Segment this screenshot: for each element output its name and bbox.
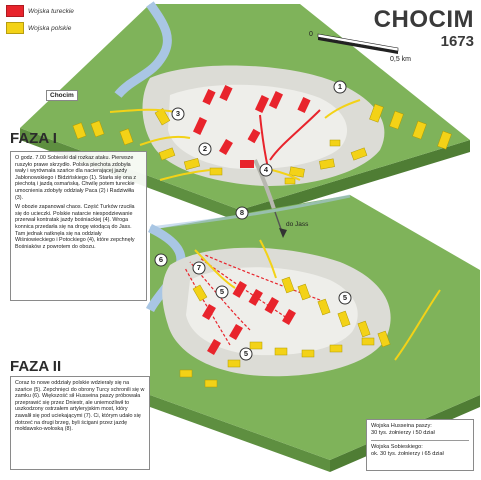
legend-polish-label: Wojska polskie: [28, 24, 72, 32]
number-markers: [154, 80, 352, 361]
phase1-polish-arrows: [109, 99, 361, 181]
map-title: CHOCIM: [373, 6, 474, 33]
stats-polish-name: Wojska Sobieskiego:: [371, 444, 423, 450]
phase1-paragraph-1: O godz. 7.00 Sobieski dał rozkaz ataku. …: [15, 155, 137, 201]
phase1-text-box: O godz. 7.00 Sobieski dał rozkaz ataku. …: [10, 151, 147, 301]
stats-separator: [371, 440, 469, 441]
phase1-paragraph-2: W obozie zapanował chaos. Część Turków r…: [15, 204, 135, 250]
legend-turkish: Wojska tureckie: [6, 4, 74, 18]
scale-bar: [317, 33, 399, 54]
road-to-jassy: [274, 211, 287, 238]
stats-turkish-name: Wojska Husseina paszy:: [371, 423, 432, 429]
marker-4: 4: [263, 165, 269, 174]
legend-turkish-label: Wojska tureckie: [28, 7, 74, 15]
stats-polish-numbers: ok. 30 tys. żołnierzy i 65 dział: [371, 451, 444, 457]
phase2-paragraph-1: Coraz to nowe oddziały polskie wdzierały…: [15, 380, 145, 433]
marker-3: 3: [175, 109, 181, 118]
place-label-jassy: do Jass: [286, 221, 309, 228]
phase1-heading: FAZA I: [10, 130, 57, 147]
phase1-turkish-arrows: [259, 109, 321, 169]
legend-polish: Wojska polskie: [6, 21, 74, 35]
forces-stats-box: Wojska Husseina paszy: 30 tys. żołnierzy…: [366, 419, 474, 471]
scale-end-label: 0,5 km: [390, 56, 412, 63]
marker-5c: 5: [342, 293, 348, 302]
phase2-heading: FAZA II: [10, 358, 62, 375]
phase2-polish-units: [179, 276, 391, 388]
legend-turkish-swatch: [6, 5, 24, 17]
stats-turkish-numbers: 30 tys. żołnierzy i 50 dział: [371, 430, 435, 436]
marker-8: 8: [239, 208, 245, 217]
marker-1: 1: [337, 82, 343, 91]
marker-2: 2: [202, 144, 208, 153]
marker-5b: 5: [243, 349, 249, 358]
map-year: 1673: [440, 33, 474, 50]
phase2-polish-arrows: [194, 239, 441, 361]
marker-6: 6: [158, 255, 164, 264]
legend: Wojska tureckie Wojska polskie: [6, 4, 74, 38]
scale-zero-label: 0: [309, 31, 313, 38]
place-label-chocim: Chocim: [46, 90, 78, 101]
marker-7: 7: [196, 263, 202, 272]
legend-polish-swatch: [6, 22, 24, 34]
phase1-turkish-units: [192, 84, 311, 168]
marker-5a: 5: [219, 287, 225, 296]
phase1-polish-units: [72, 103, 452, 185]
phase2-text-box: Coraz to nowe oddziały polskie wdzierały…: [10, 376, 150, 470]
phase2-turkish-units: [202, 280, 296, 356]
